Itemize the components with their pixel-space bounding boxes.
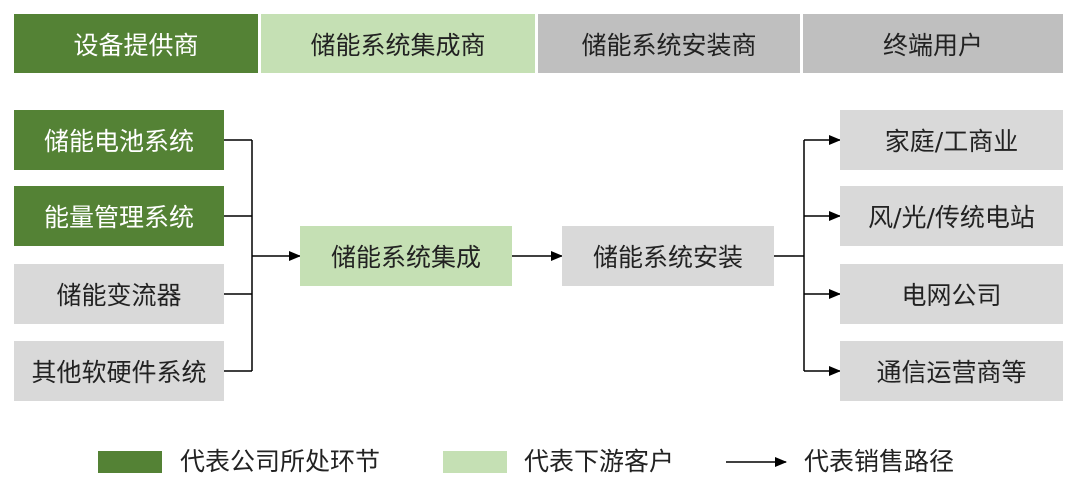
supplier-energy-management-system-label: 能量管理系统 — [43, 203, 194, 232]
end-user-home-commercial-label: 家庭/工商业 — [884, 127, 1019, 156]
header-end-user-label: 终端用户 — [882, 30, 983, 60]
node-system-installation-label: 储能系统安装 — [592, 243, 743, 272]
end-user-power-stations-label: 风/光/传统电站 — [868, 203, 1035, 232]
header-system-integrator-label: 储能系统集成商 — [310, 30, 486, 60]
supplier-power-converter: 储能变流器 — [14, 264, 224, 324]
node-system-integration-label: 储能系统集成 — [330, 243, 481, 272]
supplier-power-converter-label: 储能变流器 — [56, 281, 182, 310]
header-equipment-supplier-label: 设备提供商 — [73, 30, 199, 60]
supplier-energy-management-system: 能量管理系统 — [14, 186, 224, 246]
header-end-user: 终端用户 — [803, 14, 1063, 73]
node-system-installation: 储能系统安装 — [562, 226, 774, 286]
header-equipment-supplier: 设备提供商 — [14, 14, 258, 73]
end-user-grid-company-label: 电网公司 — [901, 281, 1002, 310]
supplier-battery-system: 储能电池系统 — [14, 110, 224, 170]
header-system-installer: 储能系统安装商 — [538, 14, 800, 73]
header-system-integrator: 储能系统集成商 — [261, 14, 535, 73]
legend-path-label: 代表销售路径 — [804, 447, 955, 476]
legend-company-swatch — [98, 451, 162, 473]
node-system-integration: 储能系统集成 — [300, 226, 512, 286]
end-user-home-commercial: 家庭/工商业 — [840, 110, 1063, 170]
supplier-other-systems-label: 其他软硬件系统 — [31, 358, 207, 387]
end-user-telecom-operators-label: 通信运营商等 — [876, 358, 1027, 387]
end-user-power-stations: 风/光/传统电站 — [840, 186, 1063, 246]
end-user-grid-company: 电网公司 — [840, 264, 1063, 324]
legend-company-label: 代表公司所处环节 — [180, 447, 381, 476]
legend-downstream-label: 代表下游客户 — [524, 447, 675, 476]
supplier-battery-system-label: 储能电池系统 — [43, 127, 194, 156]
end-user-telecom-operators: 通信运营商等 — [840, 341, 1063, 401]
supplier-other-systems: 其他软硬件系统 — [14, 341, 224, 401]
header-system-installer-label: 储能系统安装商 — [581, 30, 757, 60]
legend-downstream-swatch — [443, 451, 507, 473]
